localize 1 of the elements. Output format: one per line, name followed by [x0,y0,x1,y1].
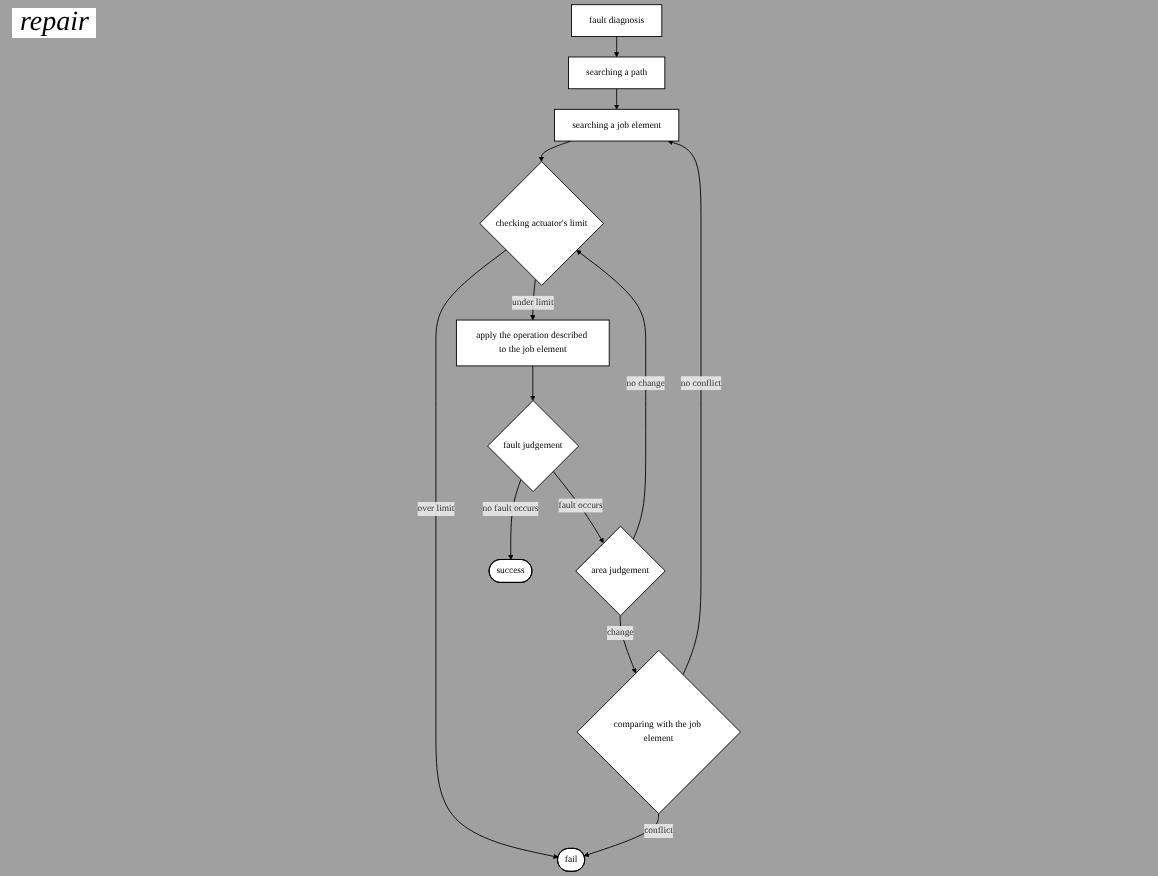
section-label: repair [12,8,97,38]
